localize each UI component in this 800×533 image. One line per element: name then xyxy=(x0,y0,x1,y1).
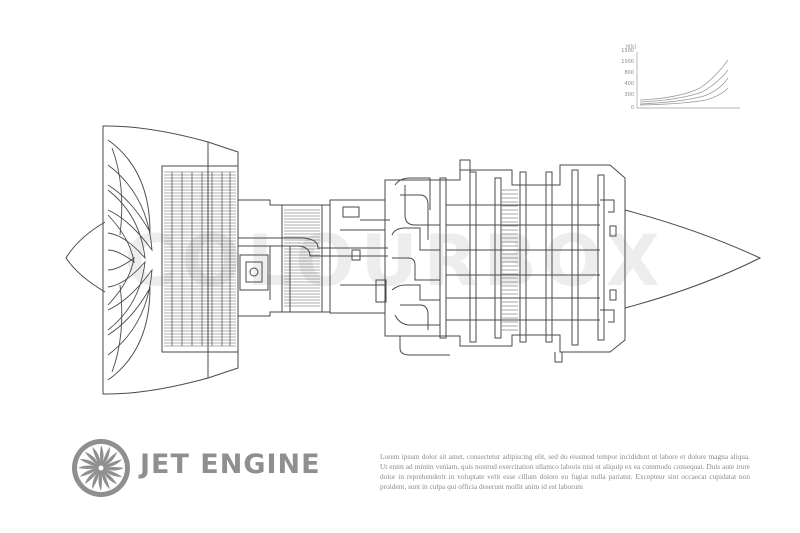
tick-label: 300 xyxy=(624,92,634,98)
fuel-lines xyxy=(391,177,440,330)
mini-chart: h[k] 1500 1000 800 400 300 0 xyxy=(621,44,740,111)
tick-label: 1000 xyxy=(621,59,634,65)
turbine-logo-icon xyxy=(72,439,130,497)
tick-label: 1500 xyxy=(621,48,634,54)
turbine-struts xyxy=(439,169,605,346)
tick-label: 0 xyxy=(631,105,634,111)
manifold-lines xyxy=(446,204,600,321)
page-title: JET ENGINE xyxy=(140,449,321,480)
curve-1 xyxy=(639,59,729,101)
description-text: Lorem ipsum dolor sit amet, consectetur … xyxy=(380,452,750,491)
exhaust-cone xyxy=(624,209,762,309)
fan-blades xyxy=(107,139,153,381)
fan-nacelle xyxy=(102,125,239,395)
tick-label: 800 xyxy=(624,70,634,76)
curve-3 xyxy=(639,77,729,105)
spinner-cone xyxy=(65,221,106,293)
combustion-chamber xyxy=(384,164,626,353)
mini-chart-y-label: h[k] xyxy=(626,44,636,50)
curve-4 xyxy=(639,87,729,106)
tick-label: 400 xyxy=(624,81,634,87)
hatched-core xyxy=(281,204,323,313)
curve-2 xyxy=(639,69,729,103)
pipe xyxy=(238,245,388,257)
gearbox xyxy=(239,254,269,291)
pipe xyxy=(238,237,388,249)
